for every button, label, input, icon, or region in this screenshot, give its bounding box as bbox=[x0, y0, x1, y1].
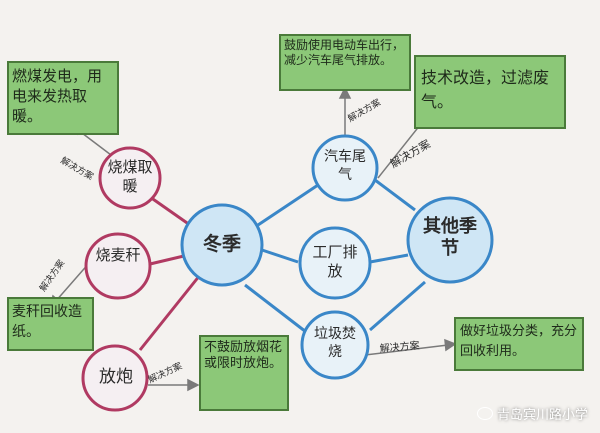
solution-firework-ban-text: 不鼓励放烟花或限时放炮。 bbox=[204, 340, 283, 371]
watermark-text: 青岛宾川路小学 bbox=[496, 408, 588, 423]
node-garbage bbox=[300, 310, 370, 380]
connections bbox=[138, 178, 426, 351]
blue-nodes bbox=[180, 134, 494, 380]
edge-car-o bbox=[374, 178, 416, 212]
node-winter bbox=[180, 203, 264, 287]
solution-tech-filter-text: 技术改造，过滤废气。 bbox=[421, 68, 550, 111]
edge-label-tech: 解决方案 bbox=[388, 136, 433, 170]
node-car-exhaust-label: 汽车尾气 bbox=[324, 149, 366, 183]
node-burn-straw bbox=[84, 232, 152, 300]
arrowhead-fireworks bbox=[187, 378, 200, 392]
edge-label-straw: 解决方案 bbox=[37, 257, 67, 293]
arrowhead-garbage bbox=[444, 338, 457, 352]
node-factory bbox=[298, 226, 372, 300]
node-other-seasons-label: 其他季节 bbox=[423, 216, 477, 259]
solution-tech-filter: 技术改造，过滤废气。 bbox=[414, 55, 566, 129]
solution-coal-power-text: 燃煤发电，用电来发热取暖。 bbox=[12, 67, 103, 125]
arrow-garbage bbox=[364, 344, 449, 356]
node-burn-straw-label: 烧麦秆 bbox=[95, 246, 141, 264]
solution-garbage-sort-text: 做好垃圾分类，充分回收利用。 bbox=[460, 324, 578, 359]
solution-garbage-sort: 做好垃圾分类，充分回收利用。 bbox=[454, 317, 584, 371]
node-factory-label: 工厂排放 bbox=[312, 243, 358, 280]
node-winter-label: 冬季 bbox=[202, 233, 241, 255]
node-fireworks-label: 放炮 bbox=[99, 367, 133, 387]
edge-car-w bbox=[257, 183, 319, 227]
arrow-straw bbox=[54, 261, 91, 303]
solution-electric-car: 鼓励使用电动车出行，减少汽车尾气排放。 bbox=[279, 34, 411, 91]
node-fireworks bbox=[81, 344, 149, 412]
edge-label-coal: 解决方案 bbox=[59, 154, 96, 182]
watermark: 青岛宾川路小学 bbox=[476, 404, 588, 423]
edge-factory-w bbox=[261, 248, 299, 264]
solution-straw-recycle-text: 麦秆回收造纸。 bbox=[12, 304, 82, 340]
edge-garbage-o bbox=[369, 280, 426, 332]
node-labels: 烧煤取暖 烧麦秆 放炮 冬季 其他季节 汽车尾气 工厂排放 垃圾焚烧 bbox=[95, 149, 477, 387]
solution-firework-ban: 不鼓励放烟花或限时放炮。 bbox=[199, 335, 289, 411]
edge-fireworks bbox=[138, 274, 202, 351]
solution-electric-car-text: 鼓励使用电动车出行，减少汽车尾气排放。 bbox=[284, 38, 405, 67]
edge-label-fireworks: 解决方案 bbox=[146, 360, 184, 386]
edge-garbage-w bbox=[244, 283, 311, 337]
solution-arrows bbox=[48, 86, 457, 392]
edge-label-car: 解决方案 bbox=[346, 96, 383, 124]
node-coal-heating-label: 烧煤取暖 bbox=[107, 158, 153, 195]
node-coal-heating bbox=[98, 146, 162, 210]
solution-straw-recycle: 麦秆回收造纸。 bbox=[7, 297, 94, 351]
node-car-exhaust bbox=[311, 134, 379, 202]
solution-boxes: 燃煤发电，用电来发热取暖。 麦秆回收造纸。 不鼓励放烟花或限时放炮。 鼓励使用电… bbox=[7, 34, 584, 411]
red-nodes bbox=[81, 146, 162, 412]
node-garbage-label: 垃圾焚烧 bbox=[314, 326, 356, 360]
arrowhead-car bbox=[338, 86, 352, 99]
edge-label-garbage: 解决方案 bbox=[379, 339, 420, 355]
edge-factory-o bbox=[369, 253, 409, 264]
watermark-icon bbox=[476, 407, 493, 420]
edge-straw bbox=[149, 253, 189, 266]
solution-coal-power: 燃煤发电，用电来发热取暖。 bbox=[7, 61, 119, 135]
node-other-seasons bbox=[406, 196, 494, 284]
